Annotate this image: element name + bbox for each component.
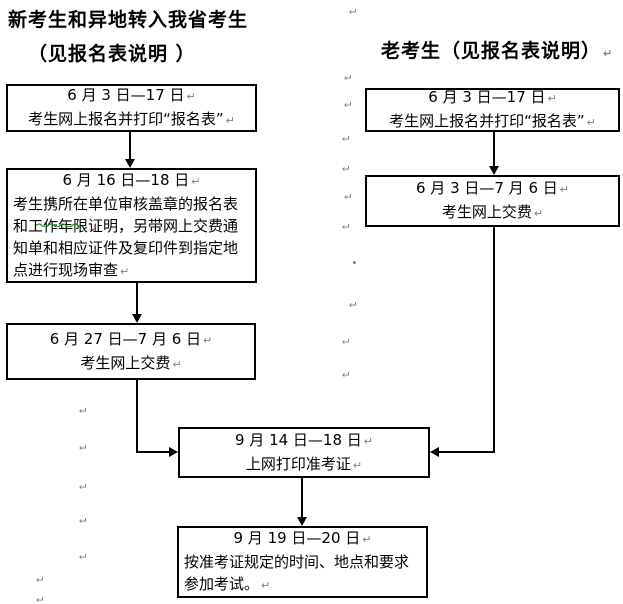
arrow-down-icon [132, 314, 142, 323]
paragraph-mark-icon: ↵ [352, 458, 363, 472]
paragraph-mark-icon: ↵ [362, 533, 372, 546]
connector-line [129, 132, 131, 161]
flowchart-box-new-register: 6 月 3 日—17 日↵ 考生网上报名并打印“报名表”↵ [6, 84, 257, 132]
connector-line [136, 380, 138, 453]
arrow-left-icon [430, 447, 439, 457]
flowchart-box-new-pay: 6 月 27 日—7 月 6 日↵ 考生网上交费↵ [6, 323, 256, 380]
paragraph-mark-icon: ↵ [342, 130, 350, 144]
box-body: 按准考证规定的时间、地点和要求参加考试。 [184, 553, 410, 593]
paragraph-mark-icon: ↵ [603, 47, 614, 60]
connector-line [493, 132, 495, 168]
paragraph-mark-icon: ↵ [79, 512, 87, 526]
arrow-down-icon [125, 159, 135, 168]
box-body: 考生网上报名并打印“报名表” [28, 110, 224, 128]
left-column-title-line1: 新考生和异地转入我省考生 [8, 9, 249, 31]
box-date: 6 月 3 日—17 日 [67, 86, 185, 104]
spellcheck-wave-underline [35, 212, 86, 231]
paragraph-mark-icon: ↵ [342, 366, 350, 380]
paragraph-mark-icon: ↵ [36, 571, 44, 585]
paragraph-mark-icon: ↵ [79, 478, 87, 492]
paragraph-mark-icon: ↵ [344, 69, 352, 83]
flowchart-box-exam: 9 月 19 日—20 日↵ 按准考证规定的时间、地点和要求参加考试。↵ [177, 526, 428, 598]
paragraph-mark-icon: ↵ [225, 114, 235, 127]
box-date: 6 月 3 日—7 月 6 日 [415, 179, 558, 197]
paragraph-mark-icon: ↵ [79, 548, 87, 562]
connector-line [136, 283, 138, 316]
paragraph-mark-icon: ↵ [586, 116, 596, 129]
paragraph-mark-icon: ↵ [349, 296, 357, 310]
paragraph-mark-icon: ↵ [344, 96, 352, 110]
paragraph-mark-icon: ↵ [261, 579, 271, 592]
flowchart-box-print-ticket: 9 月 14 日—18 日↵ 上网打印准考证↵ [178, 427, 430, 478]
paragraph-mark-icon: ↵ [120, 264, 130, 278]
paragraph-mark-icon: ↵ [342, 218, 350, 232]
box-date: 6 月 27 日—7 月 6 日 [49, 329, 202, 348]
box-date: 6 月 16 日—18 日 [62, 170, 190, 189]
connector-line [437, 451, 495, 453]
paragraph-mark-icon: ↵ [79, 402, 87, 416]
right-column-title-text: 老考生（见报名表说明） [381, 40, 602, 62]
arrow-down-icon [297, 517, 307, 526]
box-date: 9 月 19 日—20 日 [233, 529, 361, 547]
paragraph-mark-icon: ↵ [344, 188, 352, 202]
box-body: 考生网上报名并打印“报名表” [389, 112, 585, 130]
paragraph-mark-icon: ↵ [342, 333, 350, 347]
paragraph-mark-icon: ↵ [36, 591, 44, 604]
box-body: 上网打印准考证 [245, 454, 351, 473]
box-body: 考生网上交费 [80, 353, 171, 372]
left-column-title-line2: （见报名表说明 ） [28, 43, 196, 65]
paragraph-mark-icon: ↵ [342, 160, 350, 174]
flowchart-box-old-pay: 6 月 3 日—7 月 6 日↵ 考生网上交费↵ [365, 175, 620, 227]
paragraph-mark-icon: ↵ [559, 183, 569, 196]
flowchart-box-new-onsite-review: 6 月 16 日—18 日↵ 考生携所在单位审核盖章的报名表和工作年限证明，另带… [6, 168, 257, 283]
right-column-title: 老考生（见报名表说明）↵ [381, 36, 613, 63]
paragraph-mark-icon: ↵ [363, 434, 373, 448]
paragraph-mark-icon: ↵ [547, 92, 557, 105]
box-date: 9 月 14 日—18 日 [234, 430, 362, 449]
box-date: 6 月 3 日—17 日 [428, 88, 546, 106]
arrow-down-icon [489, 166, 499, 175]
paragraph-dot-icon [353, 261, 356, 264]
box-body: 考生携所在单位审核盖章的报名表和工作年限证明，另带网上交费通知单和相应证件及复印… [13, 194, 239, 279]
connector-line [136, 451, 171, 453]
paragraph-mark-icon: ↵ [533, 207, 544, 220]
connector-line [301, 478, 303, 519]
flowchart-box-old-register: 6 月 3 日—17 日↵ 考生网上报名并打印“报名表”↵ [365, 88, 620, 132]
paragraph-mark-icon: ↵ [186, 90, 196, 103]
paragraph-mark-icon: ↵ [349, 3, 357, 17]
box-body: 考生网上交费 [441, 203, 532, 221]
paragraph-mark-icon: ↵ [172, 357, 182, 371]
paragraph-mark-icon: ↵ [203, 333, 213, 347]
paragraph-mark-icon: ↵ [191, 174, 201, 188]
paragraph-mark-icon: ↵ [79, 439, 87, 453]
connector-line [493, 227, 495, 453]
arrow-right-icon [169, 447, 178, 457]
